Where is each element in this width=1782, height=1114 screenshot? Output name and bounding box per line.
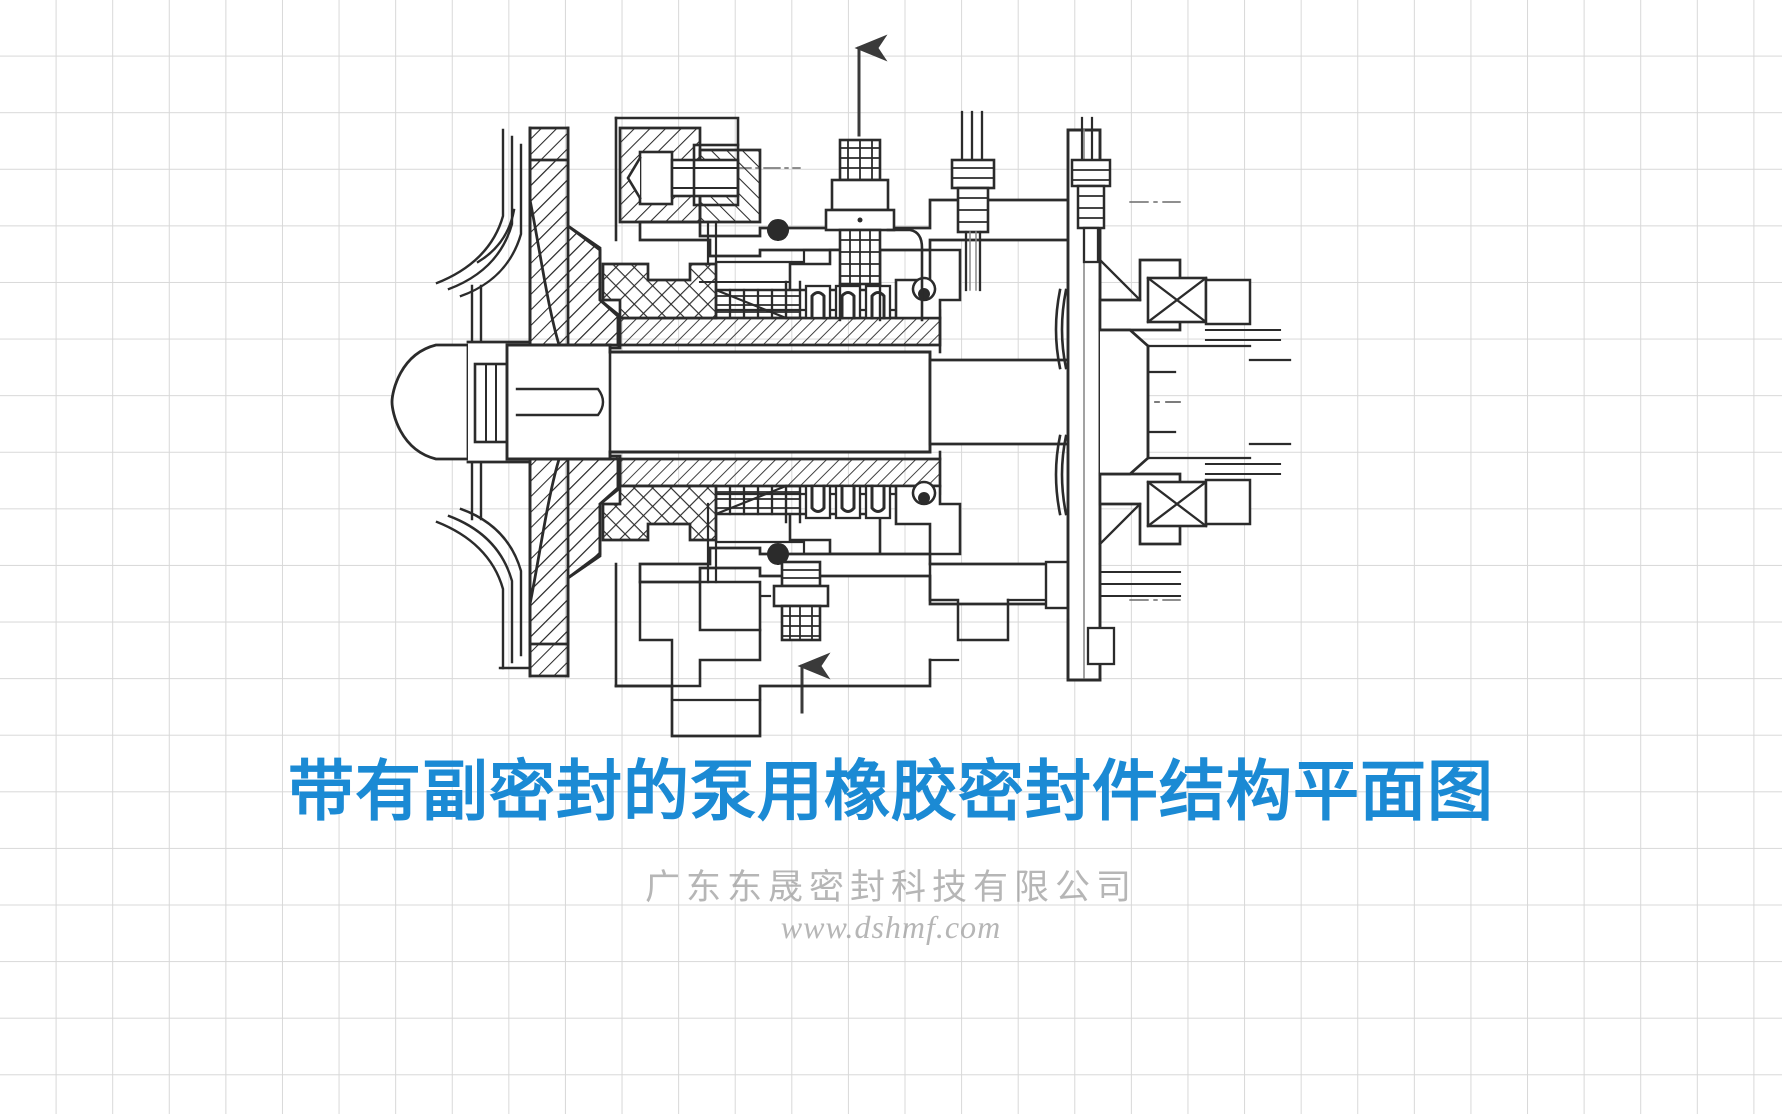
seal-drive-collar-bottom [716,512,882,556]
page-title: 带有副密封的泵用橡胶密封件结构平面图 [288,753,1494,830]
return-pipe-bottom [928,562,1010,642]
bearing-end-plate-top [1204,278,1252,326]
shaft-shoulder-right [1098,328,1150,476]
oring-seat-bottom [767,543,789,566]
seal-retainer-bottom [894,484,962,556]
drive-shaft [505,343,932,461]
spring-pack-top [714,280,802,320]
wave-spring-bottom [1054,434,1062,516]
flush-port-fitting-top [824,138,924,322]
ball-bearing-top [1146,276,1208,324]
bearing-end-plate-bottom [1204,478,1252,526]
spring-pack-bottom [714,484,802,524]
impeller-backwall-top [528,158,622,350]
impeller-vane-bottom [435,507,523,670]
impeller-vane-top [435,128,523,298]
shaft-sleeve-top [616,316,942,347]
impeller-backwall-bottom [528,454,622,646]
watermark-website: www.dshmf.com [780,909,1002,946]
casing-foot [614,658,932,738]
watermark: 广东东晟密封科技有限公司 www.dshmf.com [0,868,1782,947]
oring-seat-top [767,219,789,242]
coil-springs-bottom [804,484,892,520]
shaft-sleeve-bottom [616,457,942,488]
coil-springs-top [804,284,892,320]
rubber-bellows-seal-bottom [601,484,718,542]
gland-plate-bottom [698,580,762,632]
wave-spring-top [1054,288,1062,370]
shaft-nose-cone [390,343,470,461]
grease-nipple-top-right [950,110,996,292]
watermark-company: 广东东晟密封科技有限公司 [644,868,1137,908]
nose-washer [473,362,509,444]
ball-bearing-bottom [1146,480,1208,528]
grease-nipple-housing [1070,116,1112,264]
housing-bracket [1066,618,1102,682]
drain-port-fitting-bottom [760,560,830,642]
socket-head-cap-screw-top [626,143,740,207]
shaft-keyway [515,387,605,417]
rubber-bellows-seal-top [601,262,718,320]
shaft-extension [928,358,1092,446]
